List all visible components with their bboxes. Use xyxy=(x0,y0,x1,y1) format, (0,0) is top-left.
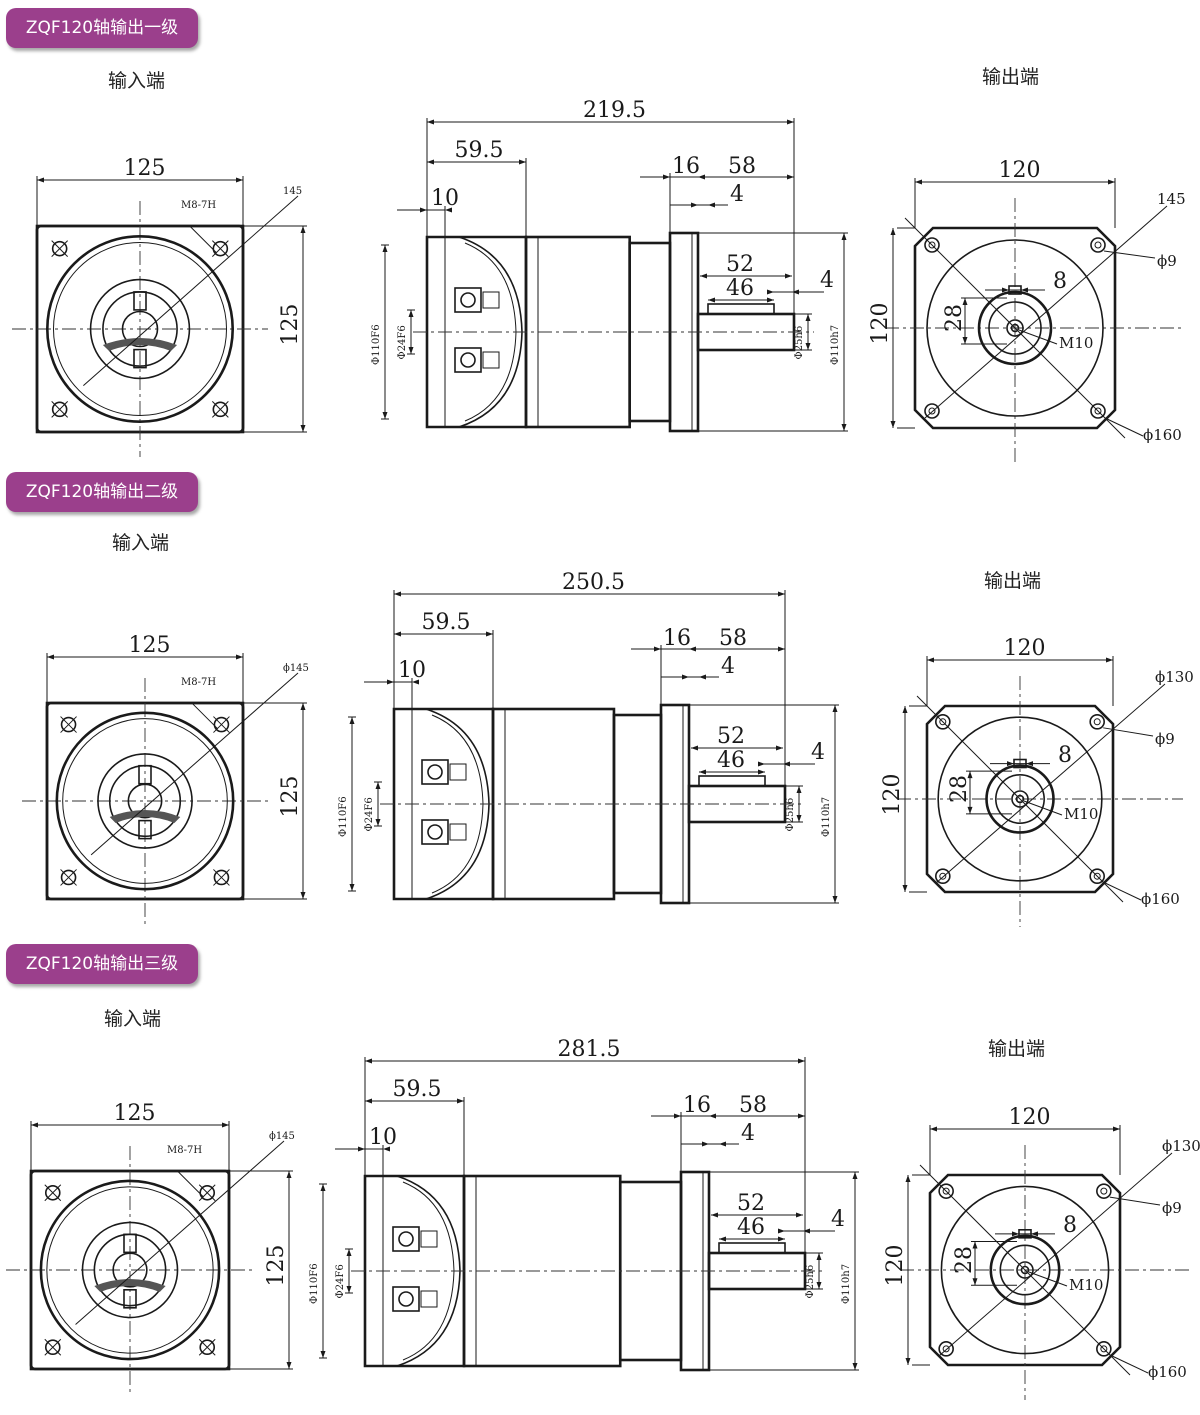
side-flange-thk-dim-2: 16 xyxy=(663,626,691,651)
output-thread-label-2: M10 xyxy=(1064,805,1098,823)
side-shaft-len-dim-2: 58 xyxy=(719,626,747,651)
side-lip-dim-1: 10 xyxy=(431,186,459,211)
output-outer-label-3: ϕ160 xyxy=(1148,1363,1187,1381)
side-total-dim-3: 281.5 xyxy=(558,1037,621,1062)
output-height-dim-3: 120 xyxy=(883,1245,908,1287)
output-outer-label-1: ϕ160 xyxy=(1143,426,1182,444)
output-key-dim-2: 8 xyxy=(1058,743,1072,768)
output-height-dim-2: 120 xyxy=(880,774,905,816)
side-key-off-dim-2: 4 xyxy=(811,740,825,765)
output-height-dim-1: 120 xyxy=(868,303,893,345)
section-title-3: ZQF120轴输出三级 xyxy=(6,944,198,984)
input-thread-label-1: M8-7H xyxy=(181,200,216,211)
side-input-bore-dim-1: Φ24F6 xyxy=(397,325,408,359)
side-shaft-dia-dim-1: Φ25h6 xyxy=(794,326,805,360)
side-input-bore-dim-2: Φ24F6 xyxy=(364,797,375,831)
input-end-label-2: 输入端 xyxy=(112,532,170,554)
output-key-height-dim-3: 28 xyxy=(952,1246,977,1274)
output-hole-label-1: ϕ9 xyxy=(1157,252,1177,270)
output-pcd-label-3: ϕ130 xyxy=(1162,1137,1200,1155)
side-shaft-dia-dim-2: Φ25h6 xyxy=(785,798,796,832)
output-key-height-dim-2: 28 xyxy=(947,775,972,803)
side-key-len-dim-2: 52 xyxy=(717,724,745,749)
side-key-span-dim-1: 46 xyxy=(726,276,754,301)
side-bore-dim-1: Φ110F6 xyxy=(371,324,382,365)
output-hole-label-2: ϕ9 xyxy=(1155,730,1175,748)
side-key-off-dim-1: 4 xyxy=(820,268,834,293)
section-title-2: ZQF120轴输出二级 xyxy=(6,472,198,512)
side-total-dim-1: 219.5 xyxy=(583,98,646,123)
output-hole-label-3: ϕ9 xyxy=(1162,1199,1182,1217)
input-thread-label-2: M8-7H xyxy=(181,677,216,688)
output-width-dim-3: 120 xyxy=(1009,1105,1051,1130)
input-end-label-1: 输入端 xyxy=(108,70,166,92)
side-shoulder-dim-2: 4 xyxy=(721,654,735,679)
side-key-len-dim-1: 52 xyxy=(726,252,754,277)
side-bore-dim-2: Φ110F6 xyxy=(338,796,349,837)
output-end-label-3: 输出端 xyxy=(988,1038,1046,1060)
side-flange-len-dim-1: 59.5 xyxy=(455,138,504,163)
side-key-span-dim-2: 46 xyxy=(717,748,745,773)
side-flange-len-dim-3: 59.5 xyxy=(393,1077,442,1102)
input-width-dim-1: 125 xyxy=(124,156,166,181)
side-pilot-dim-2: Φ110h7 xyxy=(821,797,832,837)
output-pcd-label-2: ϕ130 xyxy=(1155,668,1194,686)
side-shoulder-dim-3: 4 xyxy=(741,1121,755,1146)
side-lip-dim-2: 10 xyxy=(398,658,426,683)
output-end-label-2: 输出端 xyxy=(984,570,1042,592)
input-width-dim-3: 125 xyxy=(114,1101,156,1126)
input-end-label-3: 输入端 xyxy=(104,1008,162,1030)
side-key-span-dim-3: 46 xyxy=(737,1215,765,1240)
input-pcd-label-1: 145 xyxy=(283,186,302,197)
input-height-dim-2: 125 xyxy=(278,776,303,818)
side-lip-dim-3: 10 xyxy=(369,1125,397,1150)
output-thread-label-3: M10 xyxy=(1069,1276,1103,1294)
side-bore-dim-3: Φ110F6 xyxy=(309,1263,320,1304)
output-end-label-1: 输出端 xyxy=(982,66,1040,88)
side-shaft-len-dim-3: 58 xyxy=(739,1093,767,1118)
output-outer-label-2: ϕ160 xyxy=(1141,890,1180,908)
output-thread-label-1: M10 xyxy=(1059,334,1093,352)
side-flange-thk-dim-1: 16 xyxy=(672,154,700,179)
side-flange-thk-dim-3: 16 xyxy=(683,1093,711,1118)
output-width-dim-1: 120 xyxy=(999,158,1041,183)
output-width-dim-2: 120 xyxy=(1004,636,1046,661)
side-key-len-dim-3: 52 xyxy=(737,1191,765,1216)
side-pilot-dim-3: Φ110h7 xyxy=(841,1264,852,1304)
input-pcd-label-2: ϕ145 xyxy=(283,663,309,674)
output-key-dim-1: 8 xyxy=(1053,269,1067,294)
input-width-dim-2: 125 xyxy=(129,633,171,658)
side-pilot-dim-1: Φ110h7 xyxy=(830,325,841,365)
side-key-off-dim-3: 4 xyxy=(831,1207,845,1232)
section-title-1: ZQF120轴输出一级 xyxy=(6,8,198,48)
side-shaft-len-dim-1: 58 xyxy=(728,154,756,179)
input-height-dim-3: 125 xyxy=(264,1245,289,1287)
input-thread-label-3: M8-7H xyxy=(167,1145,202,1156)
output-key-height-dim-1: 28 xyxy=(942,304,967,332)
input-pcd-label-3: ϕ145 xyxy=(269,1131,295,1142)
side-shoulder-dim-1: 4 xyxy=(730,182,744,207)
side-total-dim-2: 250.5 xyxy=(562,570,625,595)
output-pcd-label-1: 145 xyxy=(1157,190,1186,208)
side-input-bore-dim-3: Φ24F6 xyxy=(335,1264,346,1298)
input-height-dim-1: 125 xyxy=(278,304,303,346)
side-shaft-dia-dim-3: Φ25h6 xyxy=(805,1265,816,1299)
side-flange-len-dim-2: 59.5 xyxy=(422,610,471,635)
output-key-dim-3: 8 xyxy=(1063,1213,1077,1238)
